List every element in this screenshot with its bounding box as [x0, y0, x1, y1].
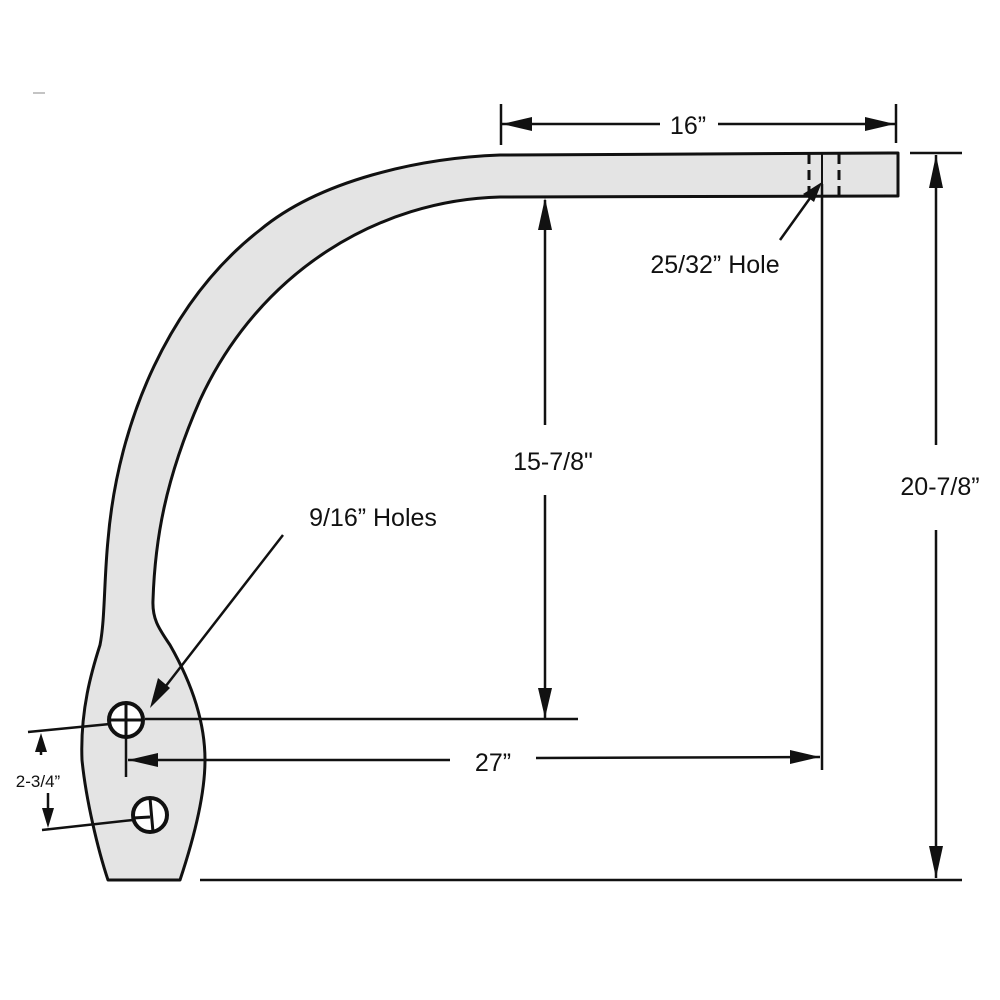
- dimension-15-7-8: [145, 198, 578, 721]
- dimension-16: [499, 104, 898, 145]
- dimension-27-label: 27”: [475, 749, 511, 777]
- bottom-holes-label: 9/16” Holes: [309, 504, 437, 532]
- lower-hole: [131, 796, 169, 834]
- dimension-16-label: 16”: [670, 112, 706, 140]
- dimension-2-3-4-label: 2-3/4”: [16, 772, 61, 791]
- dimension-15-7-8-label: 15-7/8": [513, 448, 593, 476]
- top-hole-leader: [778, 182, 822, 241]
- dimension-2-3-4: [27, 722, 134, 832]
- top-hole-label: 25/32” Hole: [650, 251, 779, 279]
- dimension-27: [124, 184, 824, 777]
- dimension-20-7-8: [200, 151, 962, 882]
- bottom-holes-leader: [150, 534, 284, 708]
- upper-hole: [107, 701, 145, 739]
- dimension-20-7-8-label: 20-7/8”: [900, 473, 979, 501]
